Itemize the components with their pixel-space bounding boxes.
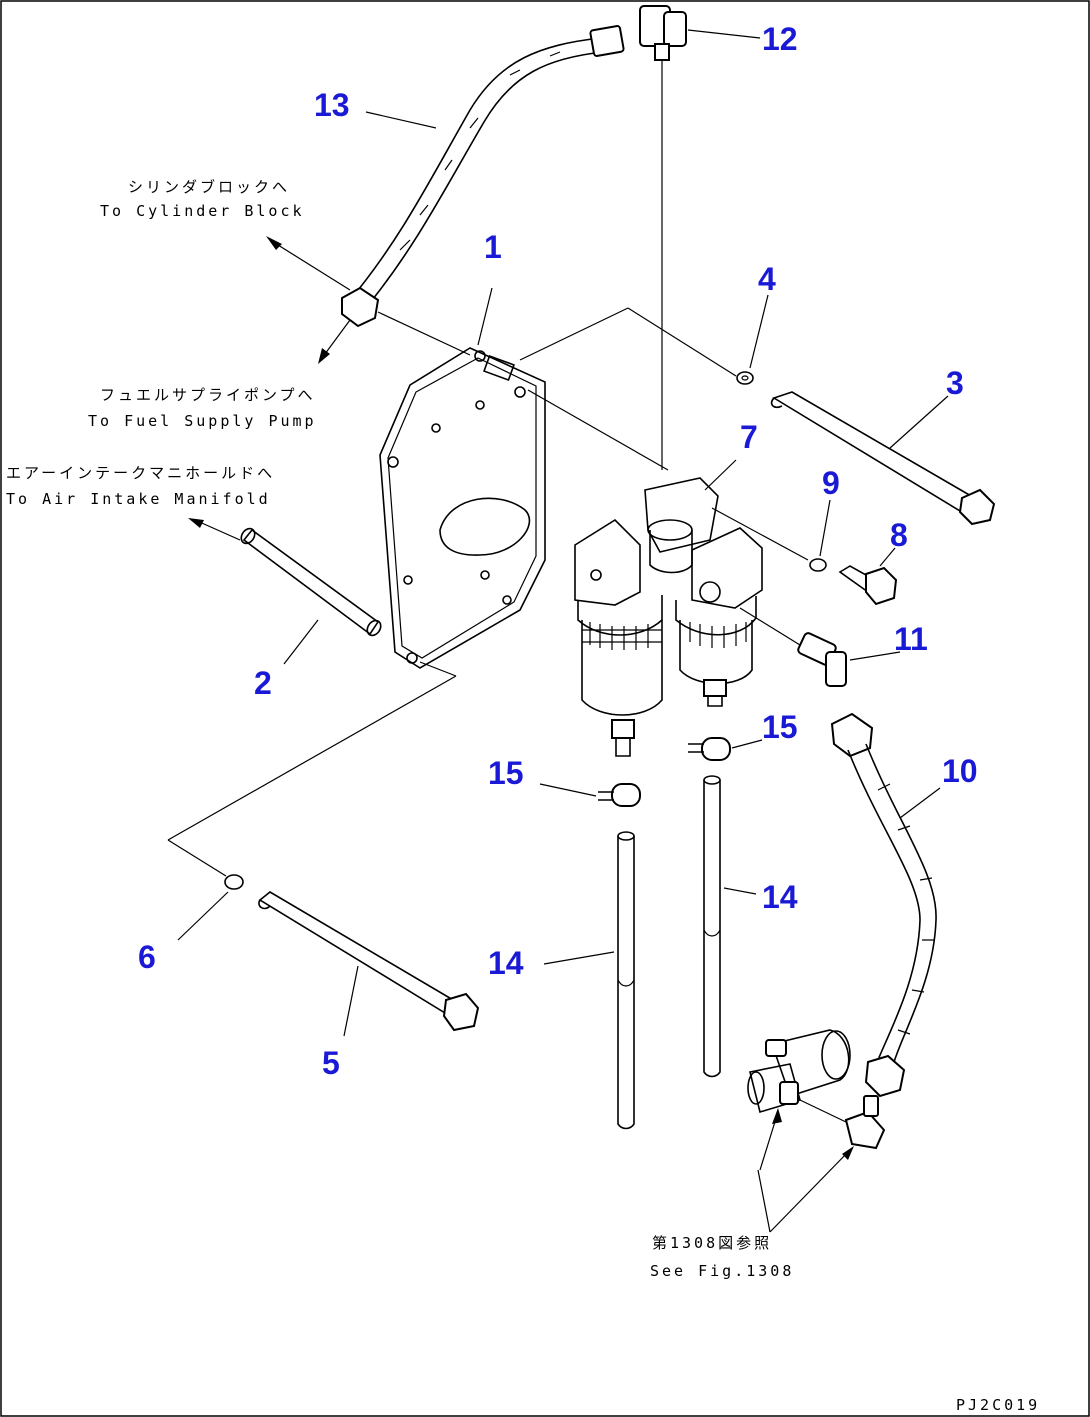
valve-assembly-lower [747, 1029, 886, 1233]
bracket-plate-1 [379, 287, 546, 669]
direction-arrows [188, 236, 351, 541]
note-see-en: See Fig.1308 [650, 1262, 794, 1280]
label-15a: 15 [488, 755, 524, 791]
label-8: 8 [890, 517, 908, 553]
elbow-11 [797, 632, 901, 687]
filter-assembly-7 [574, 459, 763, 757]
note-air-en: To Air Intake Manifold [6, 490, 271, 508]
hose-10 [830, 712, 941, 1098]
tube-14-left [543, 831, 635, 1130]
note-cylinder-jp: シリンダブロックへ [128, 178, 290, 196]
leader-lines [167, 307, 847, 1123]
leader-13 [365, 111, 437, 129]
elbow-12 [639, 5, 761, 470]
note-fuel-jp: フュエルサプライポンプへ [100, 386, 316, 404]
washer-9 [809, 499, 831, 572]
clamp-15-right [688, 737, 763, 761]
label-7: 7 [740, 419, 758, 455]
label-11: 11 [894, 621, 928, 657]
hose-13 [341, 25, 625, 328]
label-5: 5 [322, 1045, 340, 1081]
label-10: 10 [942, 753, 978, 789]
note-air-jp: エアーインテークマニホールドへ [6, 464, 275, 482]
label-14b: 14 [762, 879, 798, 915]
bolt-5 [258, 891, 480, 1037]
part-number-labels: 1 2 3 4 5 6 7 8 9 10 11 12 13 14 14 15 1… [138, 21, 978, 1081]
label-13: 13 [314, 87, 350, 123]
bolt-8 [838, 547, 898, 606]
tube-14-right [703, 775, 757, 1078]
label-14a: 14 [488, 945, 524, 981]
washer-4 [736, 294, 769, 385]
bolt-3 [770, 391, 996, 526]
label-6: 6 [138, 939, 156, 975]
clamp-15-left [539, 783, 641, 807]
washer-6 [177, 874, 244, 941]
drawing-code: PJ2C019 [956, 1396, 1040, 1414]
note-see-jp: 第1308図参照 [652, 1234, 772, 1252]
pipe-2 [240, 527, 382, 665]
label-3: 3 [946, 365, 964, 401]
note-fuel-en: To Fuel Supply Pump [88, 412, 317, 430]
label-9: 9 [822, 465, 840, 501]
notes: シリンダブロックへ To Cylinder Block フュエルサプライポンプへ… [6, 178, 1040, 1414]
label-1: 1 [484, 229, 502, 265]
label-15b: 15 [762, 709, 798, 745]
label-4: 4 [758, 261, 776, 297]
label-2: 2 [254, 665, 272, 701]
label-12: 12 [762, 21, 798, 57]
note-cylinder-en: To Cylinder Block [100, 202, 305, 220]
